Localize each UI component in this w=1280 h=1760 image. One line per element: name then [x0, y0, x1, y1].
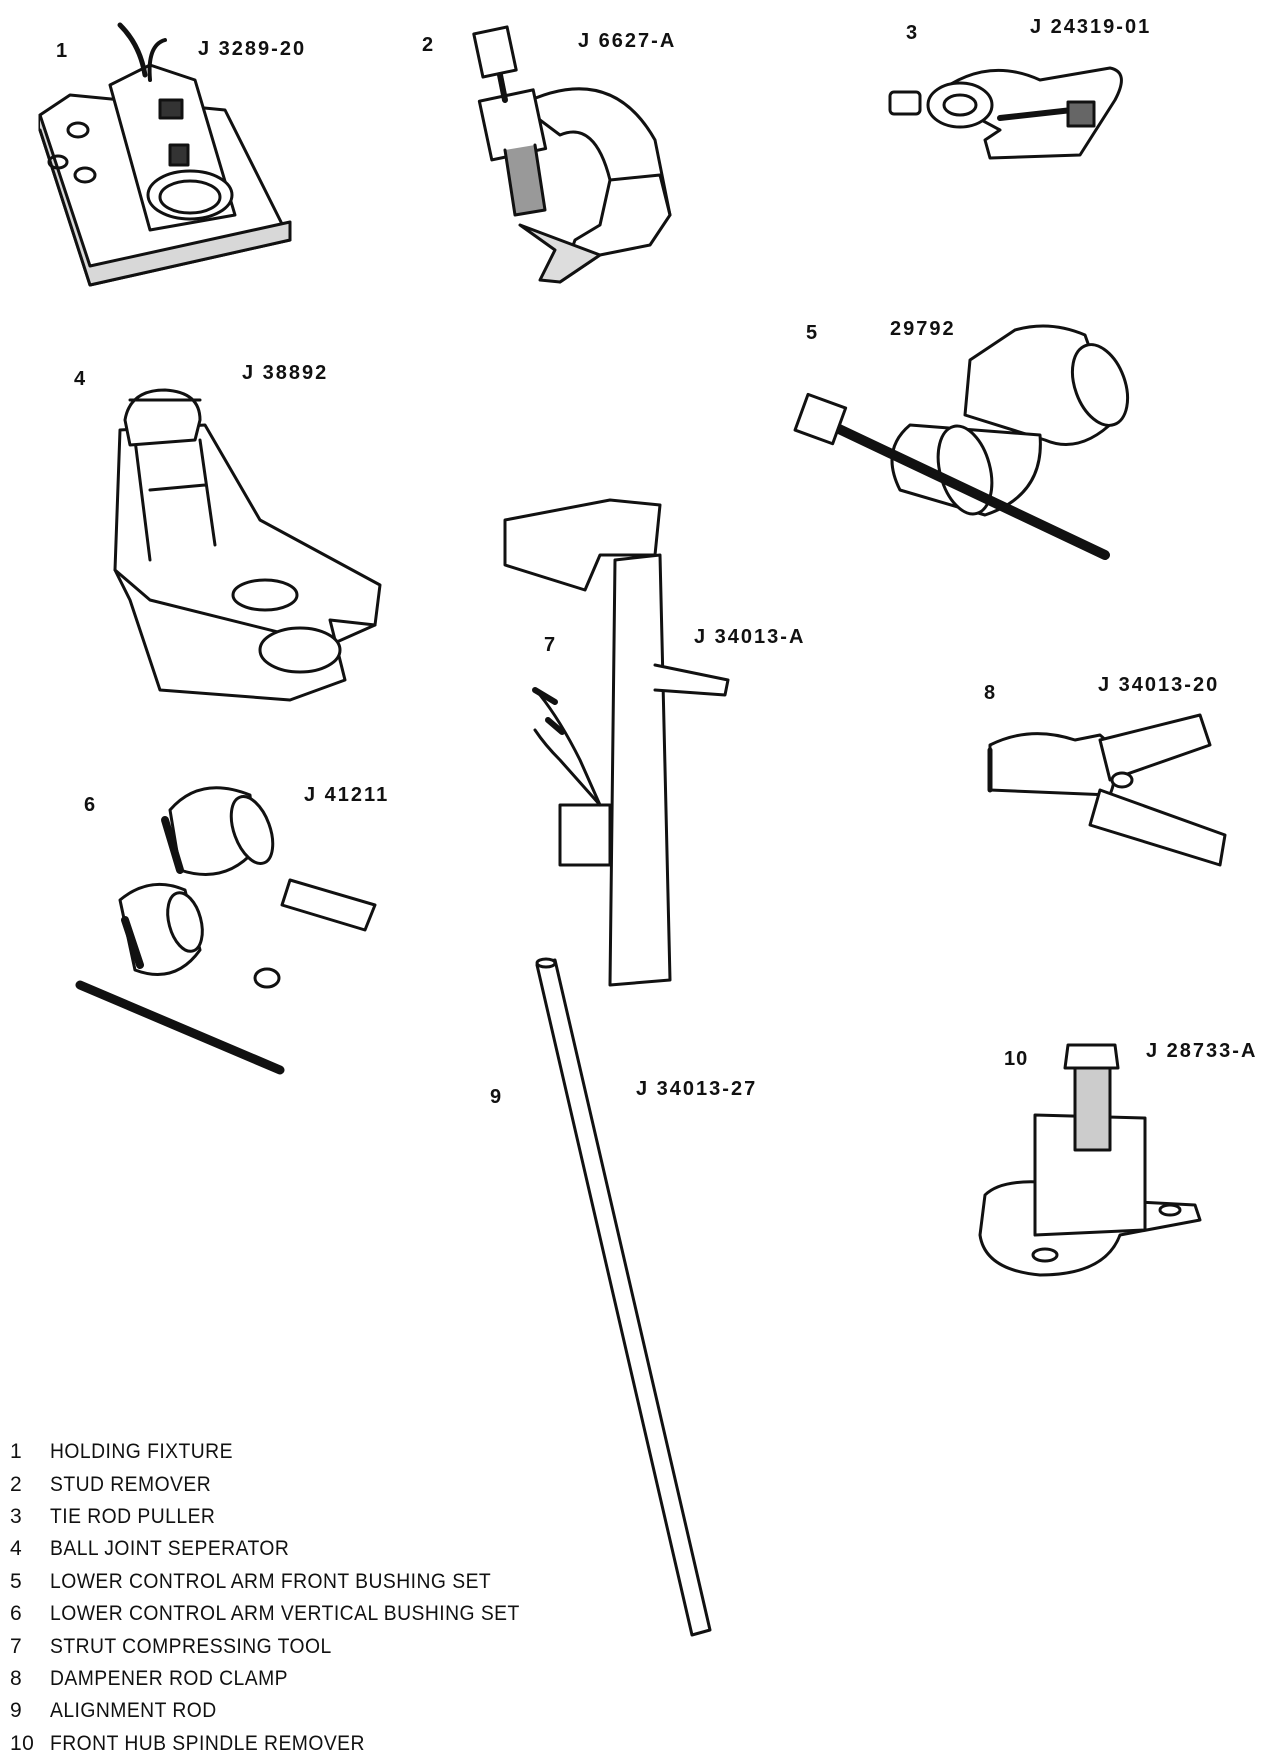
- tool-number-1: 1: [56, 40, 69, 62]
- legend-item: 4 BALL JOINT SEPERATOR: [6, 1533, 561, 1565]
- tool-code-5: 29792: [890, 318, 956, 340]
- holding-fixture-drawing: [38, 22, 292, 287]
- legend-number: 1: [10, 1440, 23, 1464]
- tool-code-7: J 34013-A: [694, 626, 806, 648]
- tool-number-7: 7: [544, 634, 557, 656]
- legend-text: LOWER CONTROL ARM VERTICAL BUSHING SET: [50, 1602, 520, 1626]
- stud-remover-drawing: [472, 25, 672, 284]
- tool-number-2: 2: [422, 34, 435, 56]
- legend-text: TIE ROD PULLER: [50, 1504, 216, 1528]
- legend-text: FRONT HUB SPINDLE REMOVER: [50, 1731, 365, 1755]
- legend-number: 5: [10, 1569, 23, 1593]
- tie-rod-puller-drawing: [888, 66, 1123, 160]
- legend-item: 9 ALIGNMENT ROD: [6, 1695, 561, 1727]
- legend-number: 9: [10, 1699, 23, 1723]
- ball-joint-separator-drawing: [113, 388, 382, 702]
- legend-text: STUD REMOVER: [50, 1472, 212, 1496]
- legend-item: 8 DAMPENER ROD CLAMP: [6, 1663, 561, 1695]
- legend: 1 HOLDING FIXTURE 2 STUD REMOVER 3 TIE ROD …: [6, 1436, 561, 1760]
- legend-number: 4: [10, 1537, 23, 1561]
- legend-text: STRUT COMPRESSING TOOL: [50, 1634, 332, 1658]
- legend-text: HOLDING FIXTURE: [50, 1440, 233, 1464]
- legend-text: LOWER CONTROL ARM FRONT BUSHING SET: [50, 1569, 492, 1593]
- legend-text: ALIGNMENT ROD: [50, 1699, 217, 1723]
- legend-item: 7 STRUT COMPRESSING TOOL: [6, 1630, 561, 1662]
- tool-code-1: J 3289-20: [198, 38, 307, 60]
- tool-code-2: J 6627-A: [578, 30, 677, 52]
- tool-number-10: 10: [1004, 1048, 1029, 1070]
- legend-text: DAMPENER ROD CLAMP: [50, 1666, 289, 1690]
- legend-item: 6 LOWER CONTROL ARM VERTICAL BUSHING SET: [6, 1598, 561, 1630]
- tool-number-3: 3: [906, 22, 919, 44]
- legend-number: 3: [10, 1504, 23, 1528]
- front-bushing-set-drawing: [793, 324, 1130, 560]
- tool-number-6: 6: [84, 794, 97, 816]
- tool-code-4: J 38892: [242, 362, 329, 384]
- tool-code-9: J 34013-27: [636, 1078, 758, 1100]
- legend-item: 2 STUD REMOVER: [6, 1468, 561, 1500]
- legend-number: 2: [10, 1472, 23, 1496]
- legend-item: 1 HOLDING FIXTURE: [6, 1436, 561, 1468]
- tool-code-6: J 41211: [304, 784, 390, 806]
- dampener-rod-clamp-drawing: [987, 713, 1227, 867]
- strut-compressing-tool-drawing: [503, 498, 730, 987]
- legend-text: BALL JOINT SEPERATOR: [50, 1537, 290, 1561]
- legend-number: 6: [10, 1602, 23, 1626]
- tool-number-5: 5: [806, 322, 819, 344]
- front-hub-spindle-remover-drawing: [978, 1043, 1202, 1277]
- alignment-rod-drawing: [535, 957, 712, 1637]
- legend-item: 5 LOWER CONTROL ARM FRONT BUSHING SET: [6, 1566, 561, 1598]
- tool-code-10: J 28733-A: [1146, 1040, 1258, 1062]
- legend-item: 10 FRONT HUB SPINDLE REMOVER: [6, 1728, 561, 1760]
- legend-number: 7: [10, 1634, 23, 1658]
- vertical-bushing-set-drawing: [75, 786, 377, 1075]
- tool-code-8: J 34013-20: [1098, 674, 1220, 696]
- tool-number-4: 4: [74, 368, 87, 390]
- tool-number-9: 9: [490, 1086, 503, 1108]
- tool-code-3: J 24319-01: [1030, 16, 1152, 38]
- tool-number-8: 8: [984, 682, 997, 704]
- legend-item: 3 TIE ROD PULLER: [6, 1501, 561, 1533]
- legend-number: 10: [10, 1731, 35, 1755]
- legend-number: 8: [10, 1666, 23, 1690]
